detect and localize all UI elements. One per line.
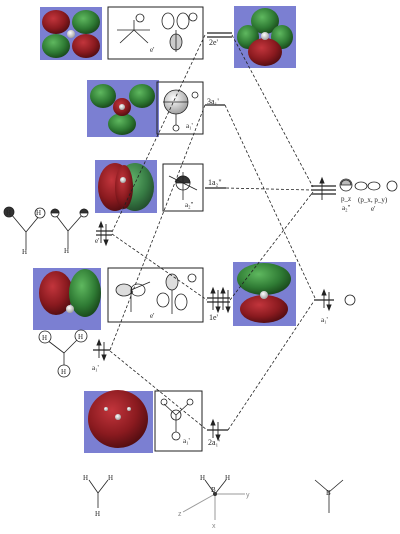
mo-render-2e-b — [234, 6, 296, 68]
ligand-a1-salc — [38, 329, 88, 378]
lig-H3: H — [22, 248, 27, 256]
box-3a1-sym: a₁' — [186, 122, 193, 130]
boron-s-sym: a₁' — [321, 316, 328, 324]
boron-pxy-label: (p_x, p_y) — [358, 196, 388, 204]
lig-a1-H3: H — [61, 368, 66, 376]
mo-render-3a1 — [87, 80, 159, 137]
mo-render-1e-a — [33, 268, 101, 330]
bh3-with-axes: B y z x H H — [178, 474, 250, 530]
label-1a2: 1a₂" — [208, 178, 222, 187]
h3-H3: H — [95, 510, 100, 518]
mo-render-2a1 — [84, 390, 153, 453]
mo-render-1e-b — [233, 262, 296, 326]
electron-arrows — [96, 176, 332, 442]
schematic-1e-sketch — [115, 273, 197, 314]
h3-H2: H — [108, 474, 113, 482]
ligand-a1-label: a₁' — [92, 364, 99, 372]
boron-pxy-sym: e' — [371, 205, 375, 213]
schematic-3a1-sketch — [163, 89, 199, 132]
label-1e: 1e' — [209, 313, 219, 322]
axis-x-label: x — [212, 523, 216, 530]
lig-H2: H — [36, 209, 41, 217]
boron-pz-sym: a₂" — [342, 204, 351, 212]
lig-H4: H — [64, 247, 69, 255]
correlation-lines — [109, 34, 316, 431]
schematic-box-2e — [107, 6, 204, 60]
axis-z-label: z — [178, 511, 182, 518]
axes-H1: H — [200, 474, 205, 482]
schematic-2a1-sketch — [160, 398, 194, 441]
box-2e-sym: e' — [150, 46, 154, 54]
ligand-e-label: e' — [95, 237, 99, 245]
ligand-e-salc-a — [3, 206, 46, 249]
mo-render-1a2 — [95, 160, 157, 213]
mo-render-2e-a — [40, 7, 102, 60]
boron-atom-label: B — [326, 489, 331, 497]
box-2a1-sym: a₁' — [183, 437, 190, 445]
boron-pz-label: p_z — [341, 195, 351, 203]
schematic-box-1e — [107, 267, 204, 323]
lig-a1-H1: H — [42, 334, 47, 342]
axes-H2: H — [225, 474, 230, 482]
box-1a2-sym: a₂" — [185, 201, 194, 209]
ligand-e-salc-b — [50, 208, 89, 248]
schematic-1a2-sketch — [168, 172, 198, 200]
lig-a1-H2: H — [78, 333, 83, 341]
axes-atom-B: B — [211, 486, 216, 494]
schematic-box-3a1 — [156, 81, 204, 135]
h3-H1: H — [83, 474, 88, 482]
box-1e-sym: e' — [150, 312, 154, 320]
lig-H1: H — [6, 209, 11, 217]
h3-fragment — [88, 479, 109, 508]
boron-fragment — [314, 479, 344, 513]
axis-y-label: y — [246, 492, 250, 499]
schematic-box-2a1 — [154, 390, 203, 452]
label-3a1: 3a₁' — [207, 97, 219, 106]
label-2a1: 2a₁' — [208, 438, 220, 447]
label-2e: 2e' — [209, 38, 219, 47]
boron-p-orbitals — [339, 178, 398, 192]
schematic-2e-sketch — [117, 12, 198, 52]
schematic-box-1a2 — [162, 163, 204, 212]
boron-s-orbital — [344, 294, 356, 306]
